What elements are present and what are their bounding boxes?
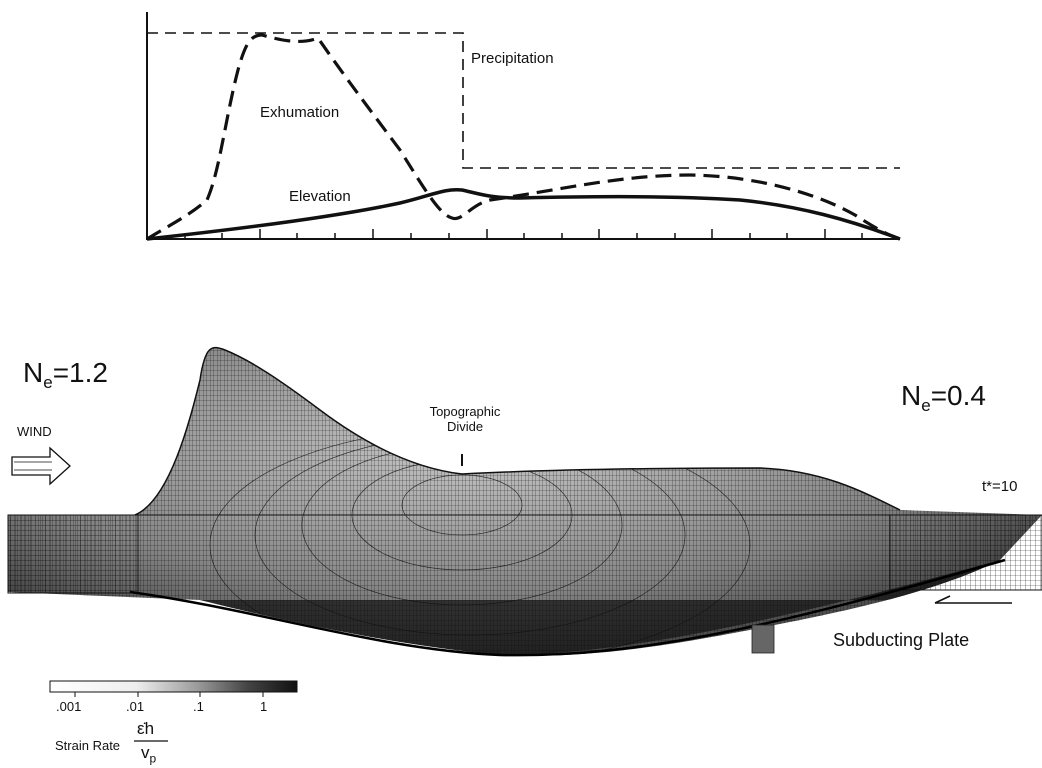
formula-denominator: vp <box>141 743 157 766</box>
cross-section <box>7 346 1042 657</box>
colorbar <box>49 680 298 742</box>
precipitation-curve <box>147 32 900 169</box>
colorbar-tick-label: 1 <box>260 699 268 714</box>
colorbar-tick-label: .001 <box>56 699 82 714</box>
divide-label-line2: Divide <box>446 419 484 434</box>
colorbar-title: Strain Rate <box>55 738 121 753</box>
time-label: t*=10 <box>982 478 1018 495</box>
plate-stub <box>751 624 775 654</box>
wind-label: WIND <box>17 424 52 439</box>
colorbar-tick-label: .1 <box>193 699 204 714</box>
colorbar-tick-label: .01 <box>126 699 145 714</box>
elevation-label: Elevation <box>289 188 351 205</box>
deformed-wedge <box>8 347 1042 656</box>
x-axis-ticks <box>184 229 863 239</box>
topographic-divide-label: Topographic Divide <box>410 404 520 434</box>
subducting-plate-label: Subducting Plate <box>833 630 970 650</box>
left-ne-param: Ne=1.2 <box>23 357 108 392</box>
wedge-outline <box>134 346 901 516</box>
subducting-plate-arrow <box>934 595 1012 604</box>
formula-numerator: ε̇h <box>137 719 155 738</box>
right-ne-param: Ne=0.4 <box>901 380 986 415</box>
exhumation-curve <box>146 33 901 241</box>
elevation-curve <box>146 187 901 241</box>
wind-arrow <box>11 446 71 486</box>
decollement <box>129 558 1006 657</box>
precipitation-label: Precipitation <box>471 50 554 67</box>
exhumation-label: Exhumation <box>260 104 340 121</box>
profile-chart <box>146 12 901 241</box>
divide-label-line1: Topographic <box>429 404 501 419</box>
